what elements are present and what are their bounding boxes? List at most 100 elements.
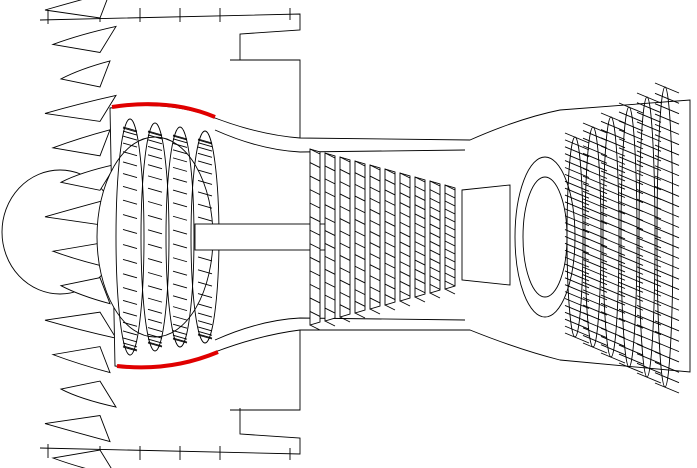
hpc-blade	[339, 168, 351, 175]
turbine-blade	[600, 336, 626, 347]
hpc-blade	[324, 191, 336, 198]
fan-blade	[51, 449, 112, 468]
hpc-blade	[339, 304, 351, 311]
hpc-blade	[414, 287, 426, 294]
hpc-stage	[384, 168, 396, 306]
booster-blade	[172, 283, 188, 289]
booster-blade	[197, 333, 213, 339]
hpc-blade	[354, 254, 366, 260]
turbine-blade	[600, 278, 626, 289]
booster-blade	[122, 161, 138, 167]
turbine-blade	[618, 281, 644, 293]
turbine-blade	[618, 317, 644, 329]
booster-blade	[147, 342, 163, 348]
hpc-blade	[324, 165, 336, 172]
booster-blade	[197, 269, 213, 275]
turbine-blade	[654, 351, 680, 363]
hpc-blade	[309, 243, 321, 250]
hpc-blade	[384, 283, 396, 290]
turbine-blade	[564, 180, 590, 192]
turbine-blade	[654, 92, 680, 104]
hpc-blade	[309, 189, 321, 196]
hpc-stage	[414, 176, 426, 298]
booster-blade	[147, 154, 163, 160]
booster-blade	[197, 152, 213, 158]
turbine-blade	[564, 284, 590, 296]
booster-stage	[140, 122, 170, 352]
turbine-blade	[654, 134, 680, 146]
hpc-stage	[354, 160, 366, 314]
high-pressure-compressor	[309, 148, 456, 331]
hpc-blade	[399, 280, 411, 287]
booster-blade	[197, 146, 213, 152]
turbine-blade	[618, 174, 644, 186]
hpc-blade	[309, 202, 321, 209]
booster-blade	[147, 145, 163, 151]
hpc-blade	[354, 195, 366, 202]
turbine-blade	[600, 286, 626, 298]
hpc-blade	[414, 204, 426, 211]
hpc-blade	[369, 275, 381, 282]
booster-blade	[197, 169, 213, 175]
hpc-blade	[369, 253, 381, 260]
hpc-stage	[369, 164, 381, 310]
turbine-blade	[654, 217, 680, 228]
hpc-blade	[369, 297, 381, 304]
turbine-blade	[636, 362, 662, 374]
turbine-blade	[600, 170, 626, 182]
turbine-blade	[600, 162, 626, 174]
hpc-blade	[369, 208, 381, 215]
booster-blade	[122, 173, 138, 178]
hpc-blade	[369, 175, 381, 182]
hpc-blade	[324, 217, 336, 224]
booster-blade	[172, 135, 188, 141]
turbine-blade	[600, 153, 626, 165]
booster-blade	[122, 342, 138, 348]
booster-blade	[147, 201, 163, 206]
booster-blade	[172, 189, 188, 195]
hpc-blade	[339, 218, 351, 224]
hpc-blade	[429, 180, 441, 187]
hpc-blade	[414, 231, 426, 238]
turbine-blade	[636, 304, 662, 316]
hpc-blade	[369, 164, 381, 171]
hpc-blade	[399, 261, 411, 268]
booster-blade	[197, 138, 213, 144]
booster-blade	[172, 257, 188, 263]
hpc-blade	[369, 219, 381, 226]
hpc-blade	[369, 231, 381, 237]
fan-blade	[44, 311, 117, 339]
hpc-blade	[324, 243, 336, 249]
booster-blade	[197, 330, 213, 336]
turbine-blades	[564, 82, 680, 394]
turbine-blade	[564, 291, 590, 303]
hpc-blade	[354, 289, 366, 296]
hpc-blade	[354, 230, 366, 237]
hpc-blade	[429, 275, 441, 282]
hpc-blade	[399, 300, 411, 307]
hpc-blade	[444, 280, 456, 287]
hpc-blade	[444, 256, 456, 263]
hpc-blade	[384, 241, 396, 248]
booster-blade	[147, 272, 163, 277]
booster-blade	[172, 270, 188, 276]
booster-blade	[197, 160, 213, 166]
turbine-blade	[654, 248, 680, 259]
booster-blade	[147, 338, 163, 344]
hpc-blade	[354, 207, 366, 214]
turbine-blade	[636, 92, 662, 104]
hpc-blade	[309, 162, 321, 168]
turbine-blade	[636, 160, 662, 172]
turbine-blade	[564, 325, 590, 337]
hpc-blade	[399, 202, 411, 208]
fan-blade	[44, 415, 111, 443]
turbine-blade	[636, 295, 662, 307]
fan-blade	[51, 346, 111, 374]
hpc-blade	[444, 232, 456, 239]
booster-blade	[172, 330, 188, 335]
hpc-blade	[339, 156, 351, 163]
hpc-blade	[399, 211, 411, 218]
hpc-blade	[384, 304, 396, 311]
booster-blade	[122, 185, 138, 191]
